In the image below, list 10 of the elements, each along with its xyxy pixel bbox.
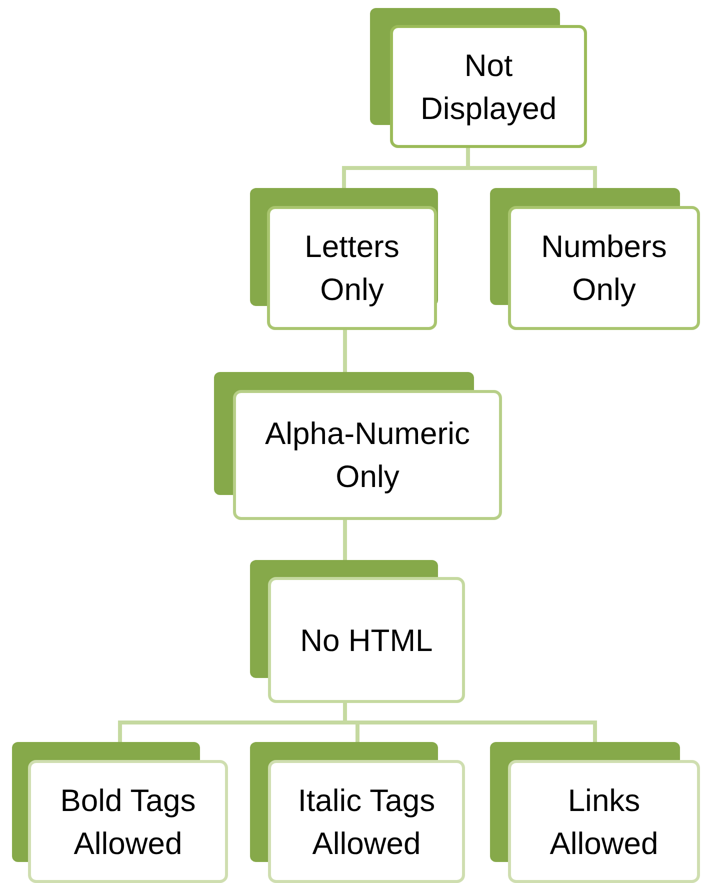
node-label: No HTML: [300, 622, 433, 660]
connector-line: [343, 330, 347, 372]
node-label: Bold Tags Allowed: [59, 782, 197, 862]
node-label: Not Displayed: [419, 46, 558, 128]
node-label: Letters Only: [304, 228, 400, 309]
node-label: Italic Tags Allowed: [296, 782, 436, 862]
node-label: Numbers Only: [540, 228, 668, 309]
node-label: Links Allowed: [548, 782, 660, 862]
node-label: Alpha-Numeric Only: [264, 415, 471, 496]
connector-line: [343, 520, 347, 560]
